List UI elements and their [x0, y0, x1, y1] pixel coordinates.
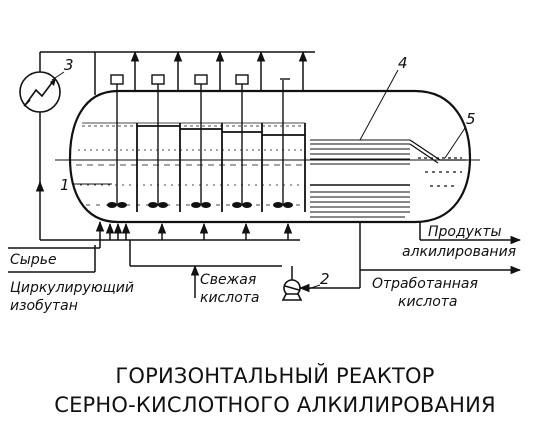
section-partitions: [136, 123, 306, 212]
label-spent-acid-1: Отработанная: [372, 276, 478, 292]
label-4: 4: [398, 54, 408, 72]
liquid-zone: [76, 122, 305, 206]
label-spent-acid-2: кислота: [398, 294, 458, 310]
label-products-2: алкилирования: [402, 244, 516, 260]
label-5: 5: [466, 110, 476, 128]
leader-lines: [51, 69, 466, 291]
reactor-shell: [68, 89, 472, 224]
label-2: 2: [320, 270, 330, 288]
pump: [281, 279, 303, 301]
weir: [409, 139, 466, 187]
label-products-1: Продукты: [428, 224, 502, 240]
reactor-diagram: 1 2 3 4 5 Сырье Циркулирующий изобутан С…: [8, 50, 522, 314]
label-isobutane-2: изобутан: [10, 298, 78, 314]
feed-inlets: [8, 220, 300, 273]
agitators: [107, 74, 293, 208]
label-feed: Сырье: [10, 252, 57, 268]
label-1: 1: [60, 176, 70, 194]
caption-line-1: ГОРИЗОНТАЛЬНЫЙ РЕАКТОР: [115, 364, 435, 388]
label-isobutane-1: Циркулирующий: [10, 280, 134, 296]
label-fresh-acid-2: кислота: [200, 290, 260, 306]
caption-line-2: СЕРНО-КИСЛОТНОГО АЛКИЛИРОВАНИЯ: [54, 393, 496, 417]
label-3: 3: [64, 56, 74, 74]
vapour-lines: [35, 50, 315, 241]
label-fresh-acid-1: Свежая: [200, 272, 256, 288]
settling-zone: [310, 139, 410, 218]
condenser: [19, 71, 61, 113]
